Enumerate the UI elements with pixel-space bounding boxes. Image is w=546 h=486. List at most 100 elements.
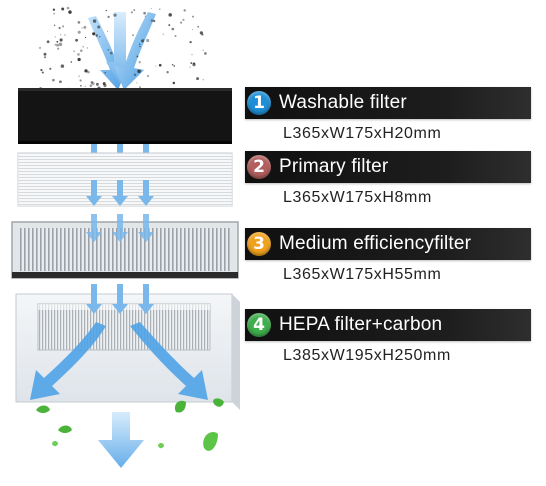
stage-1-number-badge: 1 (247, 91, 271, 115)
dust-particle (190, 62, 193, 65)
dust-particle (183, 9, 186, 12)
dust-particle (191, 15, 195, 18)
stage-2-number-badge: 2 (247, 155, 271, 179)
dust-particle (150, 19, 154, 22)
dust-particle (92, 19, 97, 23)
dust-particle (89, 84, 93, 88)
dust-particle (202, 49, 204, 51)
dust-particle (104, 72, 106, 74)
dust-particle (56, 40, 59, 43)
dust-particle (58, 26, 61, 30)
air-arrow-right (114, 12, 156, 90)
dust-particle (107, 30, 109, 32)
dust-particle (43, 52, 47, 56)
dust-particle (80, 84, 82, 87)
dust-particle (60, 64, 65, 68)
dust-particle (64, 34, 66, 36)
airflow-arrows-stage-3 (86, 214, 154, 242)
dust-particle (49, 67, 52, 70)
dust-particle (77, 53, 80, 56)
dust-particle (138, 61, 141, 64)
dust-particle (59, 80, 62, 84)
dust-particle (60, 34, 62, 36)
dust-particle (146, 38, 150, 43)
dust-particle (41, 71, 44, 74)
dust-particle (52, 78, 55, 82)
dust-particle (86, 47, 89, 49)
stage-3-label: 3 Medium efficiencyfilter L365xW175xH55m… (245, 228, 531, 284)
dust-particle (197, 25, 200, 28)
dust-particle (189, 66, 191, 68)
dust-particle (191, 29, 193, 31)
stage-2-dimensions: L365xW175xH8mm (283, 189, 432, 206)
dust-particle (107, 48, 110, 51)
dust-particle (189, 40, 192, 44)
leaf-icon (52, 441, 58, 447)
dust-particle (172, 81, 176, 85)
dust-particle (95, 82, 99, 86)
dust-particle (202, 78, 205, 81)
dust-particle (61, 7, 65, 11)
dust-particle (146, 74, 150, 78)
dust-particle (109, 51, 113, 55)
dust-particle (43, 56, 47, 59)
stage-1-banner: 1 Washable filter (245, 87, 531, 119)
dust-particle (90, 81, 94, 84)
primary-filter-panel (17, 152, 233, 207)
dust-particle (143, 11, 146, 15)
stage-1-label: 1 Washable filter L365xW175xH20mm (245, 87, 531, 143)
stage-3-dimensions: L365xW175xH55mm (283, 266, 442, 283)
dust-particle (87, 70, 90, 74)
dust-particle (166, 71, 169, 74)
dust-particle (77, 57, 81, 62)
washable-filter-panel (18, 88, 232, 144)
dust-particle (40, 68, 43, 72)
dust-particle (82, 46, 84, 48)
dust-particle (54, 43, 57, 46)
dust-particle (79, 79, 82, 82)
dust-particle (138, 43, 141, 45)
dust-particle (192, 63, 196, 67)
dust-particle (81, 27, 83, 29)
dust-particle (162, 33, 164, 35)
dust-particle (137, 69, 141, 73)
leaf-icon (58, 425, 72, 433)
dust-particle (155, 65, 157, 67)
leaf-icon (174, 400, 186, 413)
dust-particle (62, 25, 65, 28)
dust-particle (132, 34, 134, 36)
dust-particle (99, 36, 101, 38)
dust-particle (91, 81, 95, 86)
dust-particle (97, 25, 101, 29)
dust-particle (182, 18, 185, 22)
dust-particle (168, 24, 171, 27)
dust-particle (159, 8, 161, 10)
dust-particle (84, 85, 86, 87)
dust-particle (53, 24, 56, 26)
stage-3-name: Medium efficiencyfilter (279, 233, 472, 254)
dust-particle (83, 25, 87, 29)
dust-particle (196, 77, 200, 81)
dust-particle (84, 69, 88, 73)
dust-particle (68, 10, 72, 14)
dust-particle (58, 42, 63, 47)
dust-particle (78, 75, 80, 77)
dust-particle (46, 40, 50, 44)
dust-particle (92, 32, 96, 36)
medium-efficiency-filter-panel (11, 221, 239, 279)
dust-particle (144, 15, 146, 17)
dust-particle (54, 36, 56, 38)
dust-particle (77, 21, 81, 24)
dust-particle (73, 50, 75, 53)
dust-particle (85, 36, 87, 39)
dust-particle (105, 9, 107, 12)
dust-particle (77, 30, 81, 34)
dust-particle (53, 12, 55, 15)
dust-particle (136, 55, 139, 58)
dust-particle (152, 19, 156, 23)
leaf-icon (158, 443, 164, 449)
stage-4-dimensions: L385xW195xH250mm (283, 347, 451, 364)
dust-particle (52, 8, 56, 11)
dust-particle (38, 46, 42, 50)
dust-particle (139, 86, 141, 88)
